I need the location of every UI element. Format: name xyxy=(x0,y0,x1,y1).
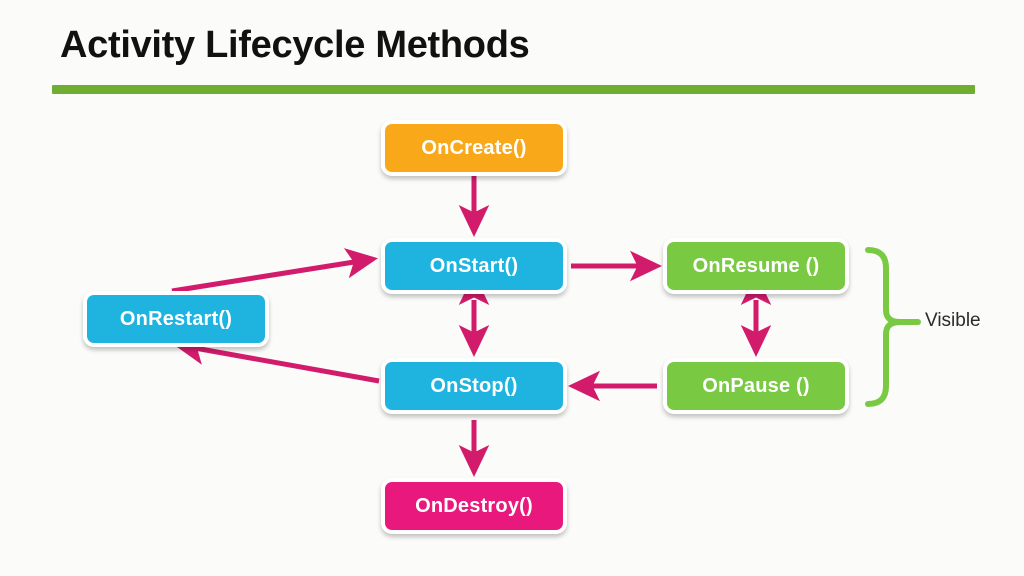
node-onpause-label: OnPause () xyxy=(702,374,810,397)
node-ondestroy[interactable]: OnDestroy() xyxy=(381,478,567,534)
page-title: Activity Lifecycle Methods xyxy=(60,24,530,66)
node-oncreate-label: OnCreate() xyxy=(421,136,527,159)
title-underline-rule xyxy=(52,85,975,94)
node-onpause[interactable]: OnPause () xyxy=(663,358,849,414)
visible-brace xyxy=(865,247,903,407)
visible-brace-label: Visible xyxy=(925,310,981,331)
node-onresume[interactable]: OnResume () xyxy=(663,238,849,294)
node-ondestroy-label: OnDestroy() xyxy=(415,494,533,517)
node-onrestart[interactable]: OnRestart() xyxy=(83,291,269,347)
node-onresume-label: OnResume () xyxy=(692,254,820,277)
node-onstop-label: OnStop() xyxy=(430,374,518,397)
edge-onstop-to-onrestart xyxy=(173,334,380,384)
node-onstop[interactable]: OnStop() xyxy=(381,358,567,414)
node-onstart-label: OnStart() xyxy=(429,254,519,277)
node-onrestart-label: OnRestart() xyxy=(119,307,233,330)
node-oncreate[interactable]: OnCreate() xyxy=(381,120,567,176)
node-onstart[interactable]: OnStart() xyxy=(381,238,567,294)
edge-onrestart-to-onstart xyxy=(171,248,378,294)
